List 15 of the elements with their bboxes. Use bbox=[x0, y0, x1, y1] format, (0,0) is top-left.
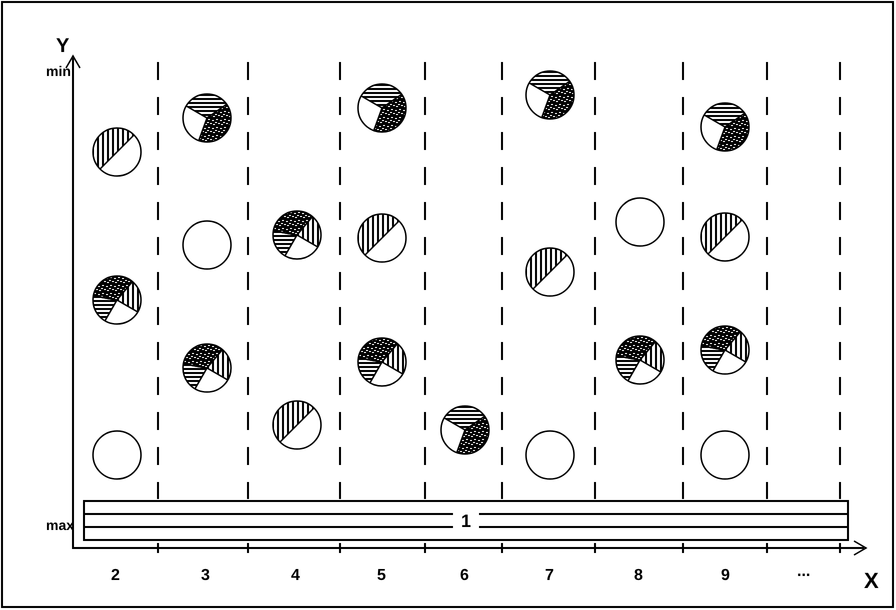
axis-label: min bbox=[46, 64, 71, 78]
axis-label: Y bbox=[56, 36, 70, 56]
tick-label: ... bbox=[797, 564, 810, 580]
tick-label: 5 bbox=[377, 568, 386, 584]
layer-bar bbox=[83, 500, 849, 541]
tick-label: 9 bbox=[721, 568, 730, 584]
bar-label: 1 bbox=[453, 512, 479, 530]
axis-label: X bbox=[864, 570, 879, 592]
tick-label: 8 bbox=[634, 568, 643, 584]
tick-label: 7 bbox=[545, 568, 554, 584]
tick-label: 3 bbox=[201, 568, 210, 584]
tick-label: 4 bbox=[291, 568, 300, 584]
axis-label: max bbox=[46, 518, 74, 532]
tick-label: 2 bbox=[111, 568, 120, 584]
tick-label: 6 bbox=[460, 568, 469, 584]
